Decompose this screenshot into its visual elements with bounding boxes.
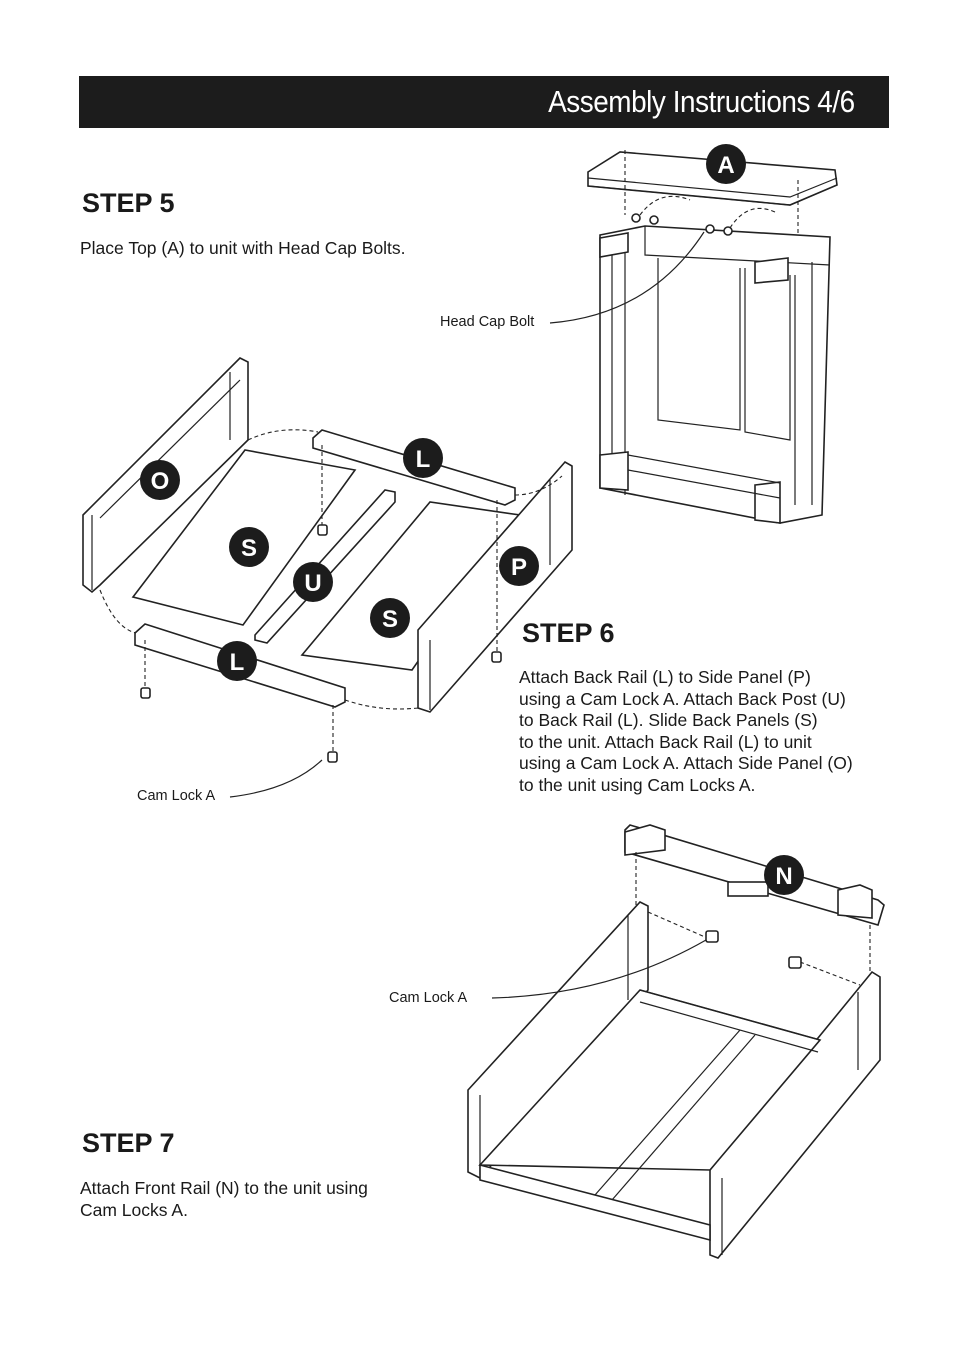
svg-text:P: P	[511, 554, 527, 581]
step5-text: Place Top (A) to unit with Head Cap Bolt…	[80, 238, 406, 258]
step6-part-badge-L-bottom: L	[217, 641, 257, 681]
step6-part-badge-U: U	[293, 562, 333, 602]
step5-callout-head-cap-bolt: Head Cap Bolt	[440, 314, 535, 330]
step6-part-badge-L-top: L	[403, 438, 443, 478]
step5-part-badge-A: A	[706, 144, 746, 184]
step6-callout-cam-lock: Cam Lock A	[137, 788, 216, 804]
svg-text:O: O	[151, 468, 170, 495]
step7-title: STEP 7	[82, 1128, 175, 1158]
step6-part-badge-S-right: S	[370, 598, 410, 638]
step7-text: Attach Front Rail (N) to the unit using …	[80, 1178, 368, 1220]
part-label: A	[717, 152, 734, 179]
svg-text:L: L	[230, 649, 245, 676]
header-bar: Assembly Instructions 4/6	[79, 76, 889, 128]
svg-text:U: U	[304, 570, 321, 597]
step5-title: STEP 5	[82, 188, 175, 218]
step5-diagram	[549, 150, 838, 524]
svg-text:S: S	[382, 606, 398, 633]
page-title: Assembly Instructions 4/6	[548, 84, 855, 119]
step6-text: Attach Back Rail (L) to Side Panel (P) u…	[519, 667, 853, 795]
step6-part-badge-O: O	[140, 460, 180, 500]
step6-part-badge-S-left: S	[229, 527, 269, 567]
svg-text:L: L	[416, 446, 431, 473]
step6-title: STEP 6	[522, 618, 615, 648]
step7-diagram	[467, 824, 885, 1259]
step7-callout-cam-lock: Cam Lock A	[389, 990, 468, 1006]
step6-part-badge-P: P	[499, 546, 539, 586]
svg-text:S: S	[241, 535, 257, 562]
step7-part-badge-N: N	[764, 855, 804, 895]
svg-text:N: N	[775, 863, 792, 890]
